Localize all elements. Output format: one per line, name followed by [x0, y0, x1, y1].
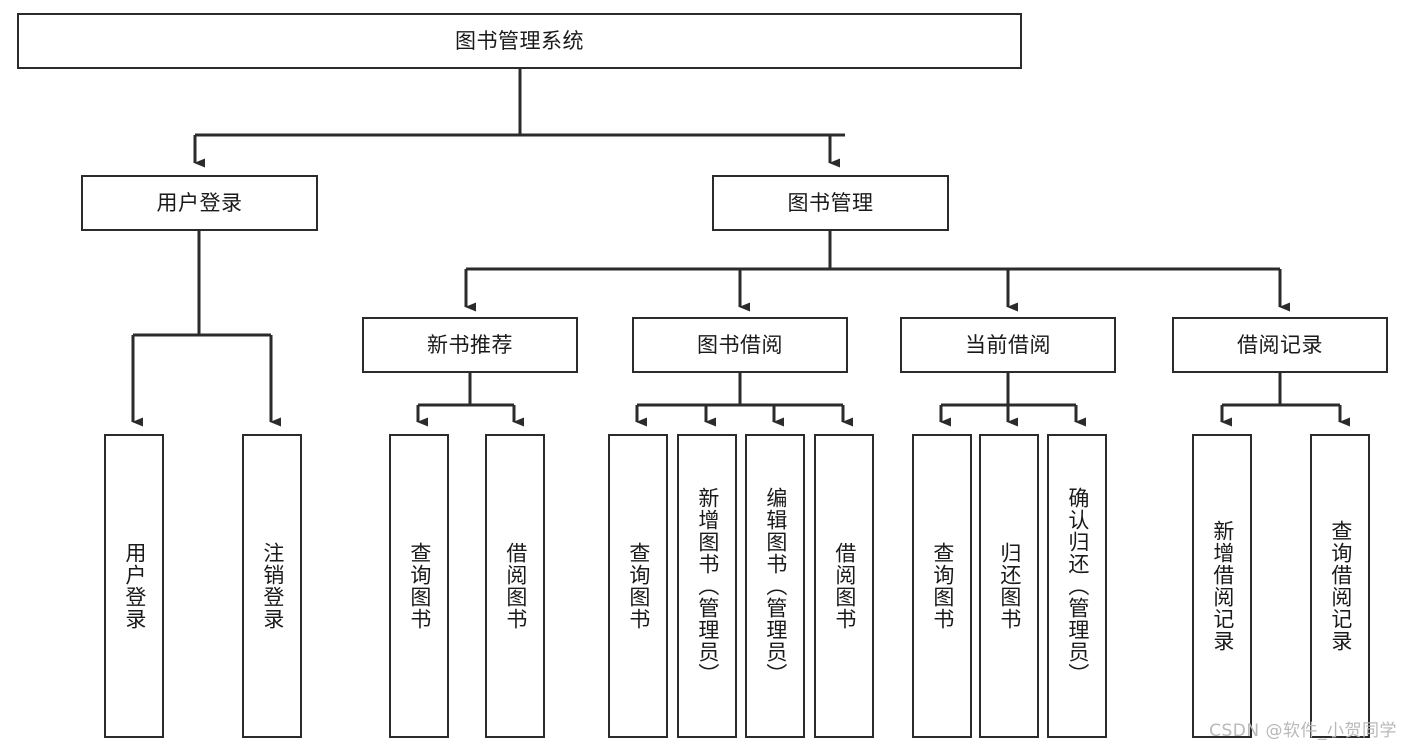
node-branch-new-book-recommend[interactable]: 新书推荐	[362, 317, 578, 373]
node-label: 查询借阅记录	[1328, 520, 1353, 652]
node-root-book-management-system[interactable]: 图书管理系统	[17, 13, 1022, 69]
node-leaf-user-login-login[interactable]: 用户登录	[104, 434, 164, 738]
node-branch-book-management[interactable]: 图书管理	[712, 175, 949, 231]
node-label: 确认归还（管理员）	[1065, 487, 1090, 685]
node-leaf-borrow-record-query-record[interactable]: 查询借阅记录	[1310, 434, 1370, 738]
node-label: 查询图书	[626, 542, 651, 630]
node-label: 查询图书	[407, 542, 432, 630]
watermark-text: CSDN @软件_小贺同学	[1209, 721, 1397, 741]
node-leaf-current-borrow-return-book[interactable]: 归还图书	[979, 434, 1039, 738]
node-label: 归还图书	[997, 542, 1022, 630]
node-label: 借阅记录	[1237, 332, 1323, 357]
node-label: 借阅图书	[503, 542, 528, 630]
node-label: 图书借阅	[697, 332, 783, 357]
node-label: 图书管理	[787, 190, 874, 215]
node-leaf-book-borrow-borrow-book[interactable]: 借阅图书	[814, 434, 874, 738]
node-label: 注销登录	[260, 542, 285, 630]
node-label: 新增图书（管理员）	[695, 487, 720, 685]
node-label: 新书推荐	[427, 332, 513, 357]
node-leaf-book-borrow-add-book-admin[interactable]: 新增图书（管理员）	[677, 434, 737, 738]
node-leaf-new-book-query-book[interactable]: 查询图书	[389, 434, 449, 738]
node-branch-user-login[interactable]: 用户登录	[81, 175, 318, 231]
node-label: 查询图书	[930, 542, 955, 630]
node-branch-book-borrow[interactable]: 图书借阅	[632, 317, 848, 373]
node-leaf-borrow-record-add-record[interactable]: 新增借阅记录	[1192, 434, 1252, 738]
node-leaf-book-borrow-edit-book-admin[interactable]: 编辑图书（管理员）	[745, 434, 805, 738]
node-leaf-current-borrow-query-book[interactable]: 查询图书	[912, 434, 972, 738]
node-leaf-current-borrow-confirm-return-admin[interactable]: 确认归还（管理员）	[1047, 434, 1107, 738]
node-leaf-book-borrow-query-book[interactable]: 查询图书	[608, 434, 668, 738]
node-label: 用户登录	[156, 190, 243, 215]
node-label: 当前借阅	[965, 332, 1051, 357]
node-label: 借阅图书	[832, 542, 857, 630]
node-leaf-user-login-logout[interactable]: 注销登录	[242, 434, 302, 738]
node-label: 图书管理系统	[455, 28, 584, 53]
node-branch-current-borrow[interactable]: 当前借阅	[900, 317, 1116, 373]
node-branch-borrow-record[interactable]: 借阅记录	[1172, 317, 1388, 373]
node-leaf-new-book-borrow-book[interactable]: 借阅图书	[485, 434, 545, 738]
node-label: 用户登录	[122, 542, 147, 630]
node-label: 编辑图书（管理员）	[763, 487, 788, 685]
node-label: 新增借阅记录	[1210, 520, 1235, 652]
